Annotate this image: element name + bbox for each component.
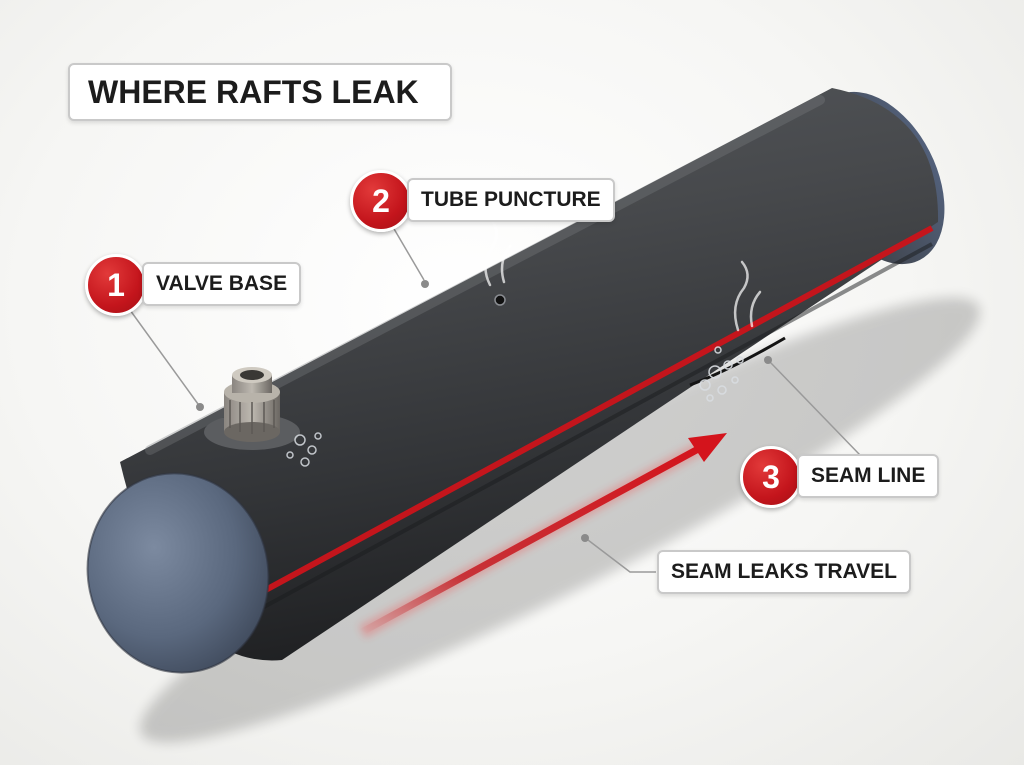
leak-travel-arrow: [358, 433, 727, 639]
leader-dots: [196, 280, 772, 542]
callout-1-label: VALVE BASE: [142, 262, 302, 306]
valve: [204, 367, 300, 450]
seam-crack: [689, 336, 786, 387]
callout-2-number: 2: [372, 182, 390, 219]
tube-body: [120, 88, 939, 661]
puncture-hole: [494, 294, 506, 306]
callout-3-badge: 3: [740, 446, 802, 508]
page-title: WHERE RAFTS LEAK: [68, 63, 452, 121]
callout-3-label: SEAM LINE: [797, 454, 940, 498]
valve-bubbles: [286, 432, 322, 467]
callout-2-badge: 2: [350, 170, 412, 232]
steam-wisps: [484, 216, 762, 332]
callout-1-number: 1: [107, 266, 125, 303]
callout-3-number: 3: [762, 458, 780, 495]
seam-bubbles: [699, 346, 744, 402]
callout-1-badge: 1: [85, 254, 147, 316]
tube-near-end: [87, 473, 269, 673]
callout-2-label: TUBE PUNCTURE: [407, 178, 615, 222]
seam-stripe: [260, 225, 934, 595]
seam-leaks-travel-label: SEAM LEAKS TRAVEL: [657, 550, 911, 594]
seam-stripe-shadow: [261, 242, 933, 610]
tube-near-end-rim: [86, 472, 270, 674]
